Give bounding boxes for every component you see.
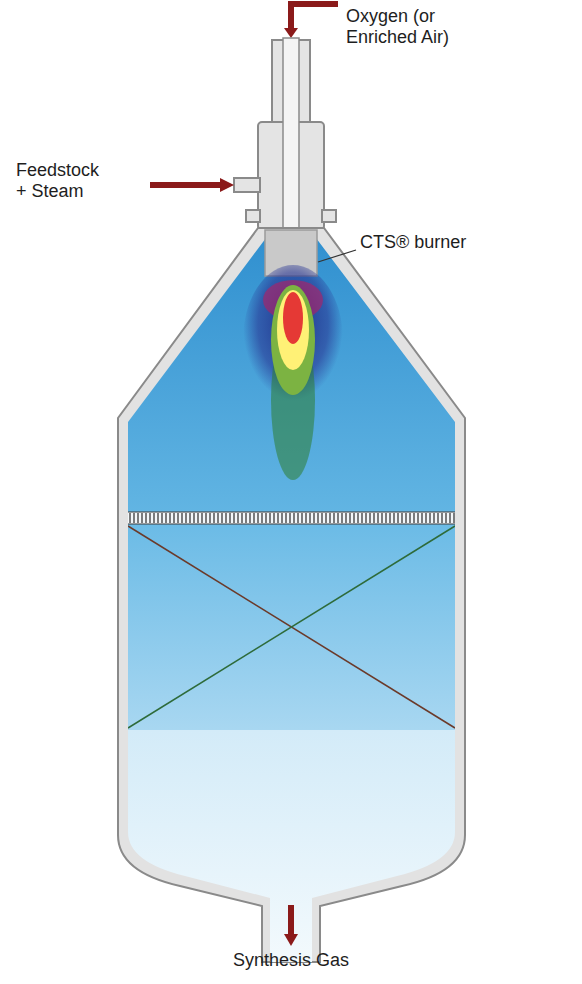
leader-line — [318, 250, 356, 262]
outlet-label: Synthesis Gas — [191, 950, 391, 971]
feed-inlet — [234, 178, 260, 192]
combustion-zone — [100, 230, 480, 514]
inlet-label: Oxygen (or Enriched Air) — [346, 6, 506, 48]
callout-label: CTS® burner — [360, 232, 560, 253]
support-grid — [100, 512, 480, 524]
arrow-head — [284, 934, 298, 946]
flame-green — [271, 285, 315, 395]
flame-yellow — [277, 290, 309, 370]
bed-cross — [128, 526, 455, 728]
vessel-interior — [100, 230, 480, 970]
syngas-arrow — [288, 905, 294, 936]
oxygen-pipe — [283, 38, 299, 232]
arrow-head — [220, 178, 234, 192]
flange — [246, 210, 260, 222]
oxygen-arrow — [291, 4, 338, 30]
bed-cross — [128, 526, 455, 728]
inlet-label: Feedstock + Steam — [16, 160, 108, 202]
arrow-head — [284, 28, 298, 38]
grid-ticks — [130, 513, 454, 523]
outlet-zone — [100, 730, 480, 970]
flame — [243, 265, 343, 480]
flame-halo — [243, 265, 343, 415]
catalyst-bed — [100, 524, 480, 730]
feed-arrow — [150, 182, 222, 188]
flange — [322, 210, 336, 222]
flame-core — [283, 292, 303, 344]
